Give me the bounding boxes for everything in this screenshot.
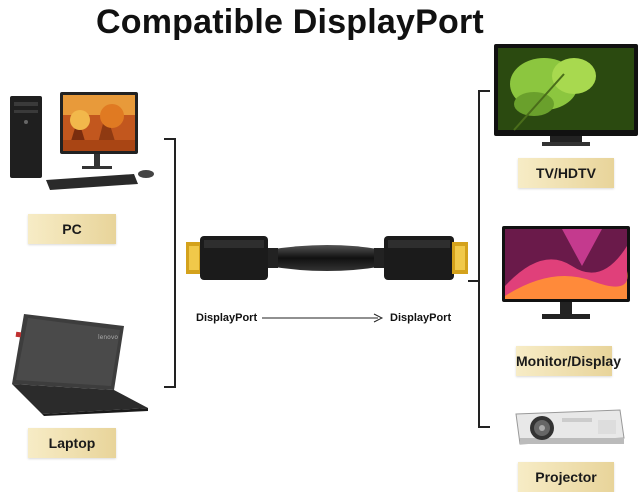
tv-label-badge: TV/HDTV	[518, 158, 614, 188]
projector-icon	[512, 404, 628, 454]
pc-label-badge: PC	[28, 214, 116, 244]
displayport-cable-icon	[184, 232, 472, 284]
to-port-label: DisplayPort	[390, 312, 452, 324]
laptop-icon: lenovo	[2, 312, 152, 416]
page-title: Compatible DisplayPort	[96, 3, 484, 41]
monitor-icon	[502, 226, 630, 324]
right-bracket	[478, 90, 490, 428]
monitor-label-badge: Monitor/Display	[516, 346, 621, 376]
tv-icon	[494, 44, 638, 148]
direction-arrow	[262, 311, 386, 325]
desktop-pc-icon	[8, 88, 158, 198]
bracket-tick-middle	[468, 280, 480, 282]
from-port-label: DisplayPort	[196, 312, 258, 324]
laptop-label-badge: Laptop	[28, 428, 116, 458]
left-bracket	[164, 138, 176, 388]
projector-label-badge: Projector	[518, 462, 614, 492]
laptop-brand-text: lenovo	[98, 334, 118, 341]
